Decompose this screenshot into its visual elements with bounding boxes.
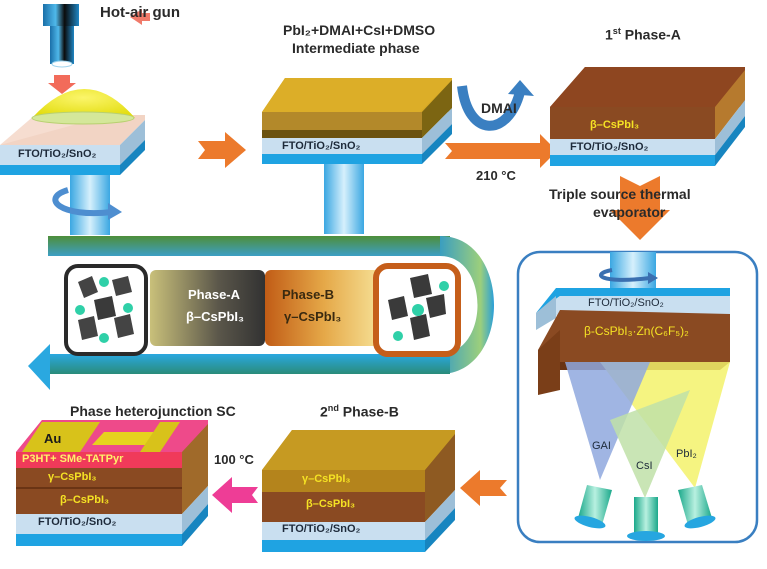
step6-layer-htl: P3HT+ SMe-TATPyr <box>22 453 124 465</box>
step3-title-ordinal: st <box>612 26 621 36</box>
process-arrow-1-2 <box>198 132 246 168</box>
evaporator-substrate-label: FTO/TiO₂/SnO₂ <box>588 297 664 309</box>
phase-b-gradient-card <box>265 270 383 346</box>
crystal-structure-phase-b <box>373 263 461 357</box>
step2-title-line1: PbI₂+DMAI+CsI+DMSO <box>283 22 436 38</box>
temperature-100-label: 100 °C <box>214 452 254 467</box>
plume-gai <box>565 362 650 480</box>
au-electrode-left <box>22 422 100 452</box>
step5-title-text: Phase-B <box>338 403 399 420</box>
au-electrode-label: Au <box>44 431 62 446</box>
step5-layer-gamma: γ–CsPbI₃ <box>302 473 351 485</box>
step2-intermediate-film <box>262 78 452 234</box>
step1-substrate-label: FTO/TiO₂/SnO₂ <box>18 148 97 160</box>
step3-title: 1st Phase-A <box>605 26 681 43</box>
step6-substrate-label: FTO/TiO₂/SnO₂ <box>38 516 117 528</box>
evaporation-source-gai <box>574 485 612 529</box>
evaporator-film-label: β-CsPbI₃·Zn(C₆F₅)₂ <box>584 324 689 338</box>
step5-title-number: 2 <box>320 403 328 420</box>
process-arrow-4-5 <box>460 470 507 506</box>
step2-title-line2: Intermediate phase <box>292 40 420 56</box>
evaporator-label-line2: evaporator <box>593 204 666 220</box>
temperature-210-label: 210 °C <box>476 168 516 183</box>
source-label-gai: GAI <box>592 440 611 452</box>
cycle-arrowhead-icon <box>28 344 50 390</box>
step2-substrate-label: FTO/TiO₂/SnO₂ <box>282 140 361 152</box>
step3-title-number: 1 <box>605 26 613 43</box>
heat-arrow-icon <box>48 75 76 94</box>
source-label-pbi2: PbI₂ <box>676 448 697 460</box>
au-electrode-center <box>92 432 165 445</box>
phase-b-formula: γ–CsPbI₃ <box>284 309 342 324</box>
process-arrow-2-3 <box>445 134 557 168</box>
step6-layer-gamma: γ–CsPbI₃ <box>48 471 97 483</box>
source-label-csi: CsI <box>636 460 653 472</box>
process-arrow-3-4 <box>610 176 670 240</box>
precursor-droplet-icon <box>32 89 135 118</box>
phase-a-gradient-card <box>150 270 265 346</box>
dmai-label: DMAI <box>481 100 517 116</box>
step6-layer-beta: β–CsPbI₃ <box>60 494 110 506</box>
dmai-release-arrow-icon <box>457 85 525 131</box>
air-arrow-icon <box>130 9 150 25</box>
step3-substrate-label: FTO/TiO₂/SnO₂ <box>570 141 649 153</box>
evaporation-source-csi <box>627 497 665 541</box>
phase-a-formula: β–CsPbI₃ <box>186 309 245 324</box>
spin-rotation-icon <box>599 268 651 282</box>
step3-title-text: Phase-A <box>620 26 681 43</box>
step5-substrate-label: FTO/TiO₂/SnO₂ <box>282 523 361 535</box>
phase-cycle-band <box>28 236 494 390</box>
spin-rotation-icon <box>52 187 113 217</box>
step3-phase-a-film <box>550 67 745 166</box>
step3-film-label: β–CsPbI₃ <box>590 119 640 131</box>
crystal-structure-phase-a <box>64 264 148 356</box>
phase-a-name: Phase-A <box>188 287 241 302</box>
step1-spin-coater <box>0 4 150 235</box>
hot-air-gun-label: Hot-air gun <box>100 4 180 21</box>
evaporation-source-pbi2 <box>678 485 716 529</box>
step5-phase-b-film <box>262 430 455 552</box>
step5-title: 2nd Phase-B <box>320 403 399 420</box>
hot-air-gun-icon <box>43 4 79 26</box>
step6-solar-cell <box>16 420 208 546</box>
step6-title: Phase heterojunction SC <box>70 403 236 419</box>
evaporator-label-line1: Triple source thermal <box>549 186 691 202</box>
process-arrow-5-6 <box>212 477 258 513</box>
step5-title-ordinal: nd <box>327 403 339 413</box>
phase-b-name: Phase-B <box>282 287 335 302</box>
plume-csi <box>610 390 690 498</box>
au-electrode-right <box>140 422 180 452</box>
step5-layer-beta: β–CsPbI₃ <box>306 498 356 510</box>
